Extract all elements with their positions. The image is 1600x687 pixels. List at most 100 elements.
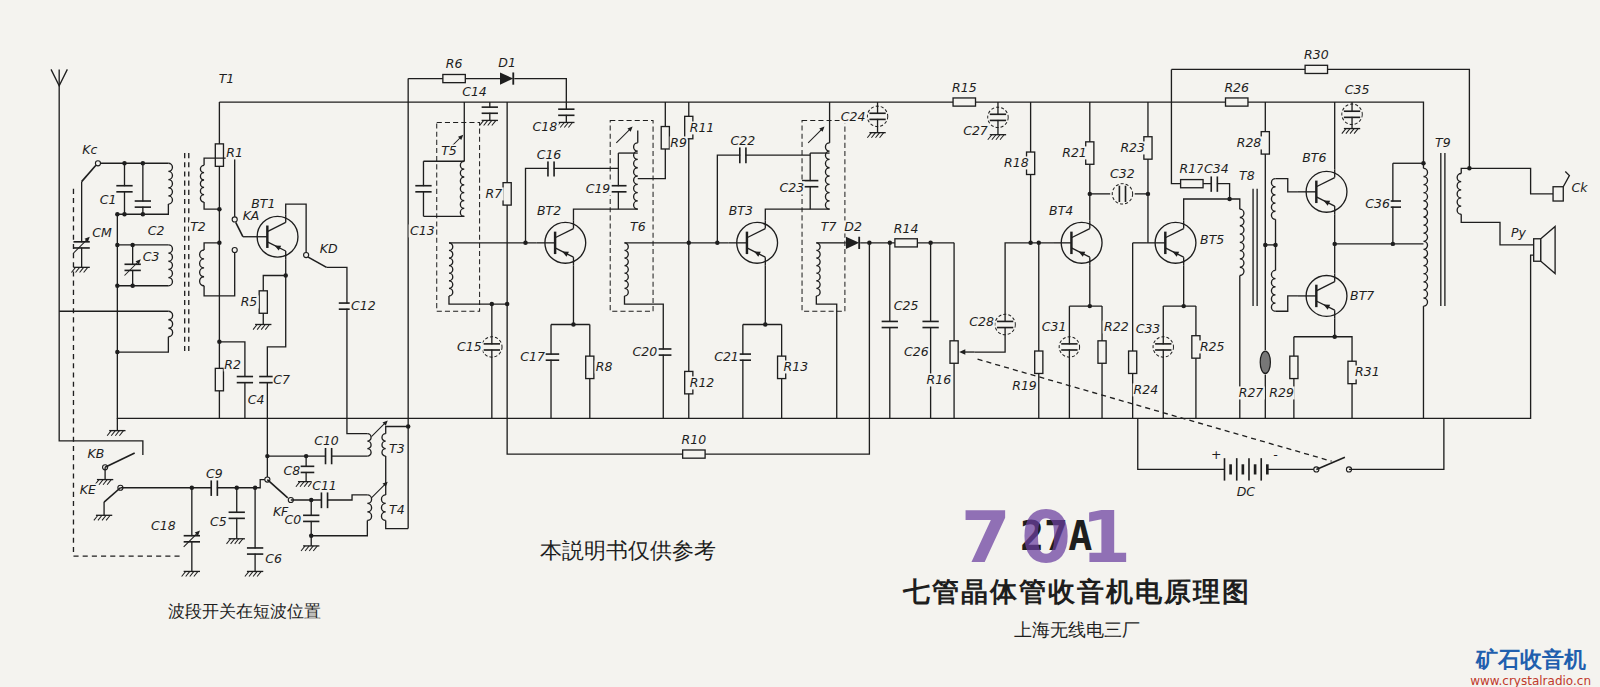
diagram-title: 七管晶体管收音机电原理图 [903, 578, 1251, 606]
capacitor-symbol [210, 480, 212, 496]
junction-dot [1028, 241, 1032, 245]
wire [423, 216, 464, 217]
wire-gap [326, 447, 331, 465]
wire [104, 467, 105, 479]
ground-hatch [253, 571, 257, 576]
capacitor-symbol [610, 185, 626, 187]
ground-hatch [484, 120, 488, 125]
junction-dot [234, 486, 238, 490]
watermark-url: www.crystalradio.cn [1469, 674, 1592, 687]
wire [1423, 306, 1424, 418]
wire [765, 209, 829, 220]
wire [1444, 153, 1445, 306]
part-label: C9 [205, 467, 224, 480]
switch-contact [232, 247, 237, 252]
coil-symbol [460, 161, 464, 216]
capacitor-symbol [415, 191, 431, 193]
capacitor-symbol [1155, 343, 1171, 345]
ground-hatch [239, 539, 243, 544]
wire [311, 520, 367, 535]
junction-dot [122, 161, 126, 165]
part-label: R19 [1011, 379, 1038, 392]
wire [1256, 189, 1257, 306]
wire [204, 243, 219, 250]
ground-hatch [107, 480, 111, 485]
switch-lever [236, 222, 243, 236]
part-label: C18 [150, 519, 177, 532]
junction-dot [190, 486, 194, 490]
ground-hatch [880, 133, 884, 138]
variable-capacitor-arrow [73, 240, 86, 253]
ground-hatch [560, 122, 564, 127]
wire [1163, 306, 1164, 418]
capacitor-symbol [1217, 176, 1219, 192]
part-label: C5 [209, 516, 228, 529]
ground-hatch [1346, 129, 1350, 134]
part-label: + [1210, 449, 1222, 462]
part-label: DC [1236, 485, 1256, 498]
part-label: KB [87, 448, 106, 461]
diode-symbol [500, 72, 513, 84]
wire [816, 296, 836, 418]
part-label: D2 [843, 220, 863, 233]
ground-hatch [871, 133, 875, 138]
part-label: C3 [142, 251, 161, 264]
wire [953, 243, 954, 419]
part-label: C34 [1203, 163, 1230, 176]
part-label: C11 [311, 479, 338, 492]
wire-gap [1154, 344, 1172, 349]
ground-hatch [1350, 129, 1354, 134]
part-label: C26 [903, 345, 930, 358]
part-label: R1 [225, 147, 244, 160]
ground-hatch [305, 546, 309, 551]
coil-symbol [200, 250, 204, 286]
wire [243, 236, 249, 237]
wire [204, 202, 219, 209]
part-label: C31 [1041, 320, 1068, 333]
part-label: C27 [962, 124, 989, 137]
wire [491, 304, 492, 418]
capacitor-symbol [869, 112, 885, 114]
capacitor-symbol [116, 185, 132, 187]
thermistor-symbol [1260, 351, 1270, 373]
wire [1440, 153, 1441, 306]
resistor-symbol [215, 144, 223, 166]
part-label: R8 [595, 361, 614, 374]
part-label: BT6 [1301, 152, 1327, 165]
junction-dot [130, 283, 134, 287]
junction-dot [1146, 192, 1150, 196]
part-label: T9 [1434, 136, 1452, 149]
wire [1276, 296, 1298, 311]
wire [423, 161, 464, 162]
ground-hatch [84, 267, 88, 272]
wire [765, 257, 766, 265]
resistor-symbol [443, 74, 465, 82]
capacitor-symbol [1344, 117, 1360, 119]
capacitor-symbol [558, 114, 574, 116]
ground-hatch [257, 324, 261, 329]
part-label: R7 [485, 187, 504, 200]
part-label: C10 [313, 434, 340, 447]
wire [816, 242, 846, 243]
wire [449, 296, 507, 304]
junction-dot [1263, 243, 1267, 247]
wire [117, 418, 118, 430]
junction-dot [523, 241, 527, 245]
capacitor-symbol [547, 160, 549, 176]
part-label: R2 [223, 359, 242, 372]
transistor-base [554, 232, 556, 254]
arrow-head [562, 252, 569, 257]
wire [1038, 243, 1039, 419]
ground-hatch [265, 324, 269, 329]
switch-lever [104, 488, 120, 502]
part-label: R6 [445, 58, 464, 71]
wire-gap [500, 72, 514, 84]
diode-bar [512, 72, 514, 84]
junction-dot [115, 212, 119, 216]
switch-lever [105, 453, 135, 467]
wire [1184, 199, 1240, 220]
wire [1071, 229, 1089, 238]
ground-hatch [99, 480, 103, 485]
capacitor-symbol [135, 200, 151, 202]
coil-symbol [168, 245, 172, 286]
